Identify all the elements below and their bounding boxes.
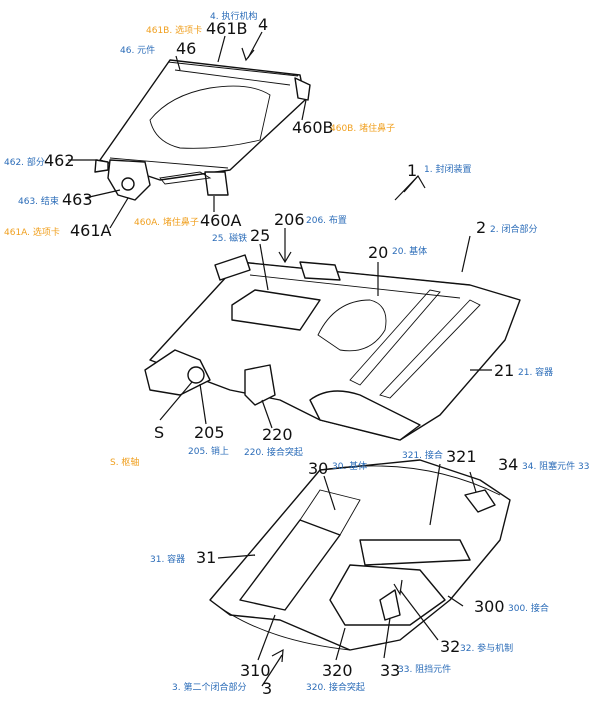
num-34: 34: [498, 455, 518, 474]
num-21: 21: [494, 361, 514, 380]
label-462: 462. 部分: [4, 156, 45, 168]
label-20: 20. 基体: [392, 245, 427, 257]
label-206: 206. 布置: [306, 214, 347, 226]
label-461B: 461B. 选项卡: [146, 24, 202, 36]
num-320: 320: [322, 661, 353, 680]
closure-part-2: [144, 254, 521, 441]
label-4: 4. 执行机构: [210, 10, 257, 22]
num-3: 3: [262, 679, 272, 698]
num-S: S: [154, 423, 164, 442]
label-46: 46. 元件: [120, 44, 155, 56]
label-34: 34. 阻塞元件 33: [522, 460, 590, 472]
label-321: 321. 接合: [402, 449, 443, 461]
label-205: 205. 销上: [188, 445, 229, 457]
label-32: 32. 参与机制: [460, 642, 513, 654]
num-20: 20: [368, 243, 388, 262]
label-25: 25. 磁铁: [212, 232, 247, 244]
actuator-part-4: [94, 59, 311, 201]
callout-annotations: 4. 执行机构 461B. 选项卡 46. 元件 460B. 堵住鼻子 462.…: [4, 10, 590, 693]
leader-lines: [68, 31, 492, 687]
num-220: 220: [262, 425, 293, 444]
num-46: 46: [176, 39, 196, 58]
label-21: 21. 容器: [518, 366, 553, 378]
num-32: 32: [440, 637, 460, 656]
num-462: 462: [44, 151, 75, 170]
num-310: 310: [240, 661, 271, 680]
label-33: 33. 阻挡元件: [398, 663, 451, 675]
num-460B: 460B: [292, 118, 334, 137]
label-320: 320. 接合突起: [306, 681, 365, 693]
label-300: 300. 接合: [508, 602, 549, 614]
callout-numbers: 4 461B 46 460B 462 463 461A 460A 1 206 2…: [44, 15, 518, 698]
label-460A: 460A. 堵住鼻子: [134, 216, 199, 228]
num-25: 25: [250, 226, 270, 245]
num-461A: 461A: [70, 221, 112, 240]
label-S: S. 枢轴: [110, 456, 139, 468]
label-220: 220. 接合突起: [244, 446, 303, 458]
num-300: 300: [474, 597, 505, 616]
label-460B: 460B. 堵住鼻子: [330, 122, 395, 134]
label-31: 31. 容器: [150, 553, 185, 565]
label-1: 1. 封闭装置: [424, 163, 471, 175]
num-463: 463: [62, 190, 93, 209]
num-205: 205: [194, 423, 225, 442]
label-30: 30. 基体: [332, 460, 367, 472]
num-33: 33: [380, 661, 400, 680]
num-30: 30: [308, 459, 328, 478]
num-206: 206: [274, 210, 305, 229]
num-460A: 460A: [200, 211, 242, 230]
num-2: 2: [476, 218, 486, 237]
label-461A: 461A. 选项卡: [4, 226, 60, 238]
closure-part-3: [209, 459, 511, 651]
num-461B: 461B: [206, 19, 248, 38]
label-463: 463. 结束: [18, 195, 59, 207]
num-321: 321: [446, 447, 477, 466]
num-1: 1: [407, 161, 417, 180]
num-31: 31: [196, 548, 216, 567]
label-3: 3. 第二个闭合部分: [172, 681, 246, 693]
label-2: 2. 闭合部分: [490, 223, 537, 235]
num-4: 4: [258, 15, 268, 34]
